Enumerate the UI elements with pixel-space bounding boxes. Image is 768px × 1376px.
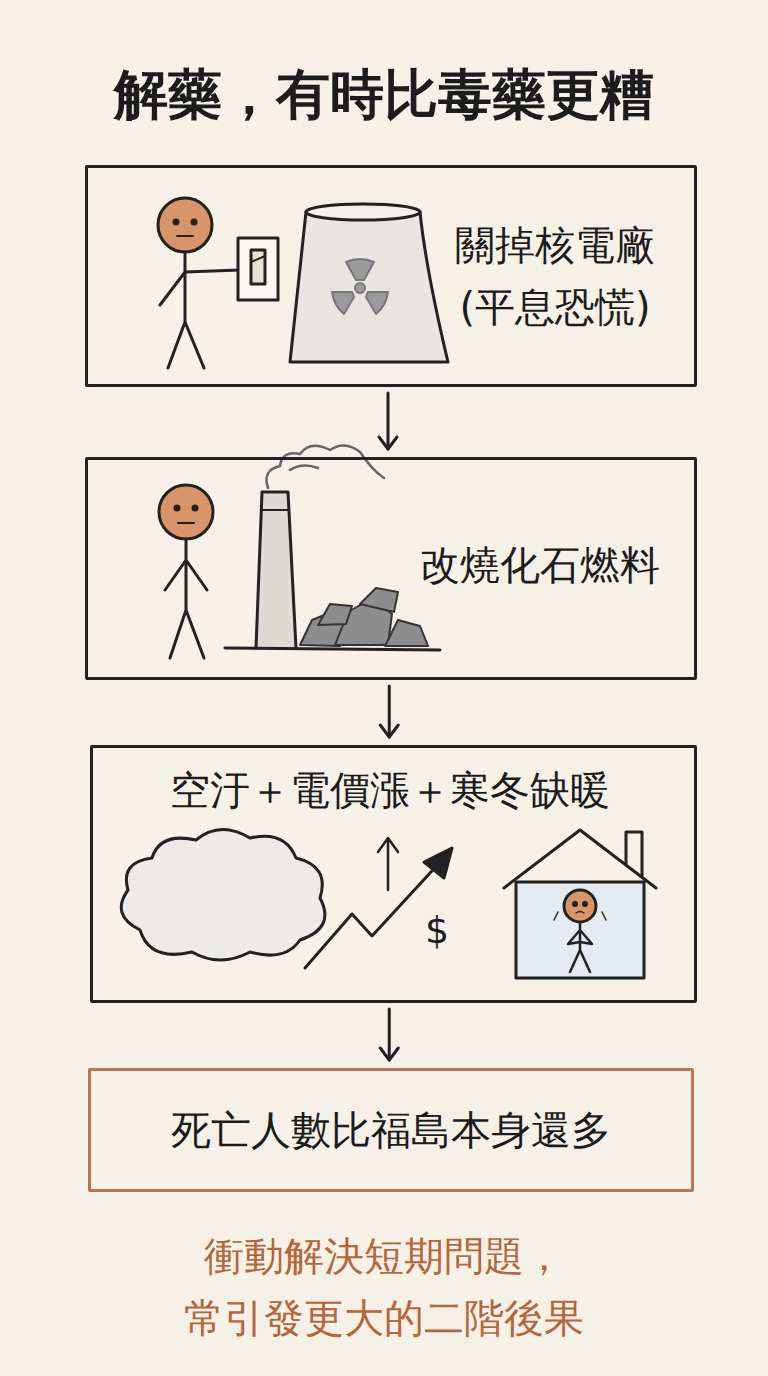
- caption: 衝動解決短期問題， 常引發更大的二階後果: [24, 1225, 744, 1349]
- step-box: 關掉核電廠 (平息恐慌): [85, 165, 697, 387]
- step-box: 改燒化石燃料: [85, 457, 697, 680]
- result-box: 死亡人數比福島本身還多: [88, 1068, 694, 1192]
- box-text: 空汙＋電價漲＋寒冬缺暖: [170, 767, 610, 813]
- step-box: 空汙＋電價漲＋寒冬缺暖: [90, 745, 697, 1003]
- dollar-sign: $: [425, 908, 449, 952]
- box-text: 關掉核電廠: [455, 222, 655, 268]
- box-text: 死亡人數比福島本身還多: [171, 1107, 611, 1153]
- title: 解藥，有時比毒藥更糟: [114, 59, 654, 132]
- box-text: (平息恐慌): [459, 284, 650, 330]
- flow-arrow: [380, 1009, 398, 1060]
- box-text: 改燒化石燃料: [420, 542, 660, 588]
- flow-arrow: [379, 393, 397, 449]
- flow-arrow: [380, 686, 398, 737]
